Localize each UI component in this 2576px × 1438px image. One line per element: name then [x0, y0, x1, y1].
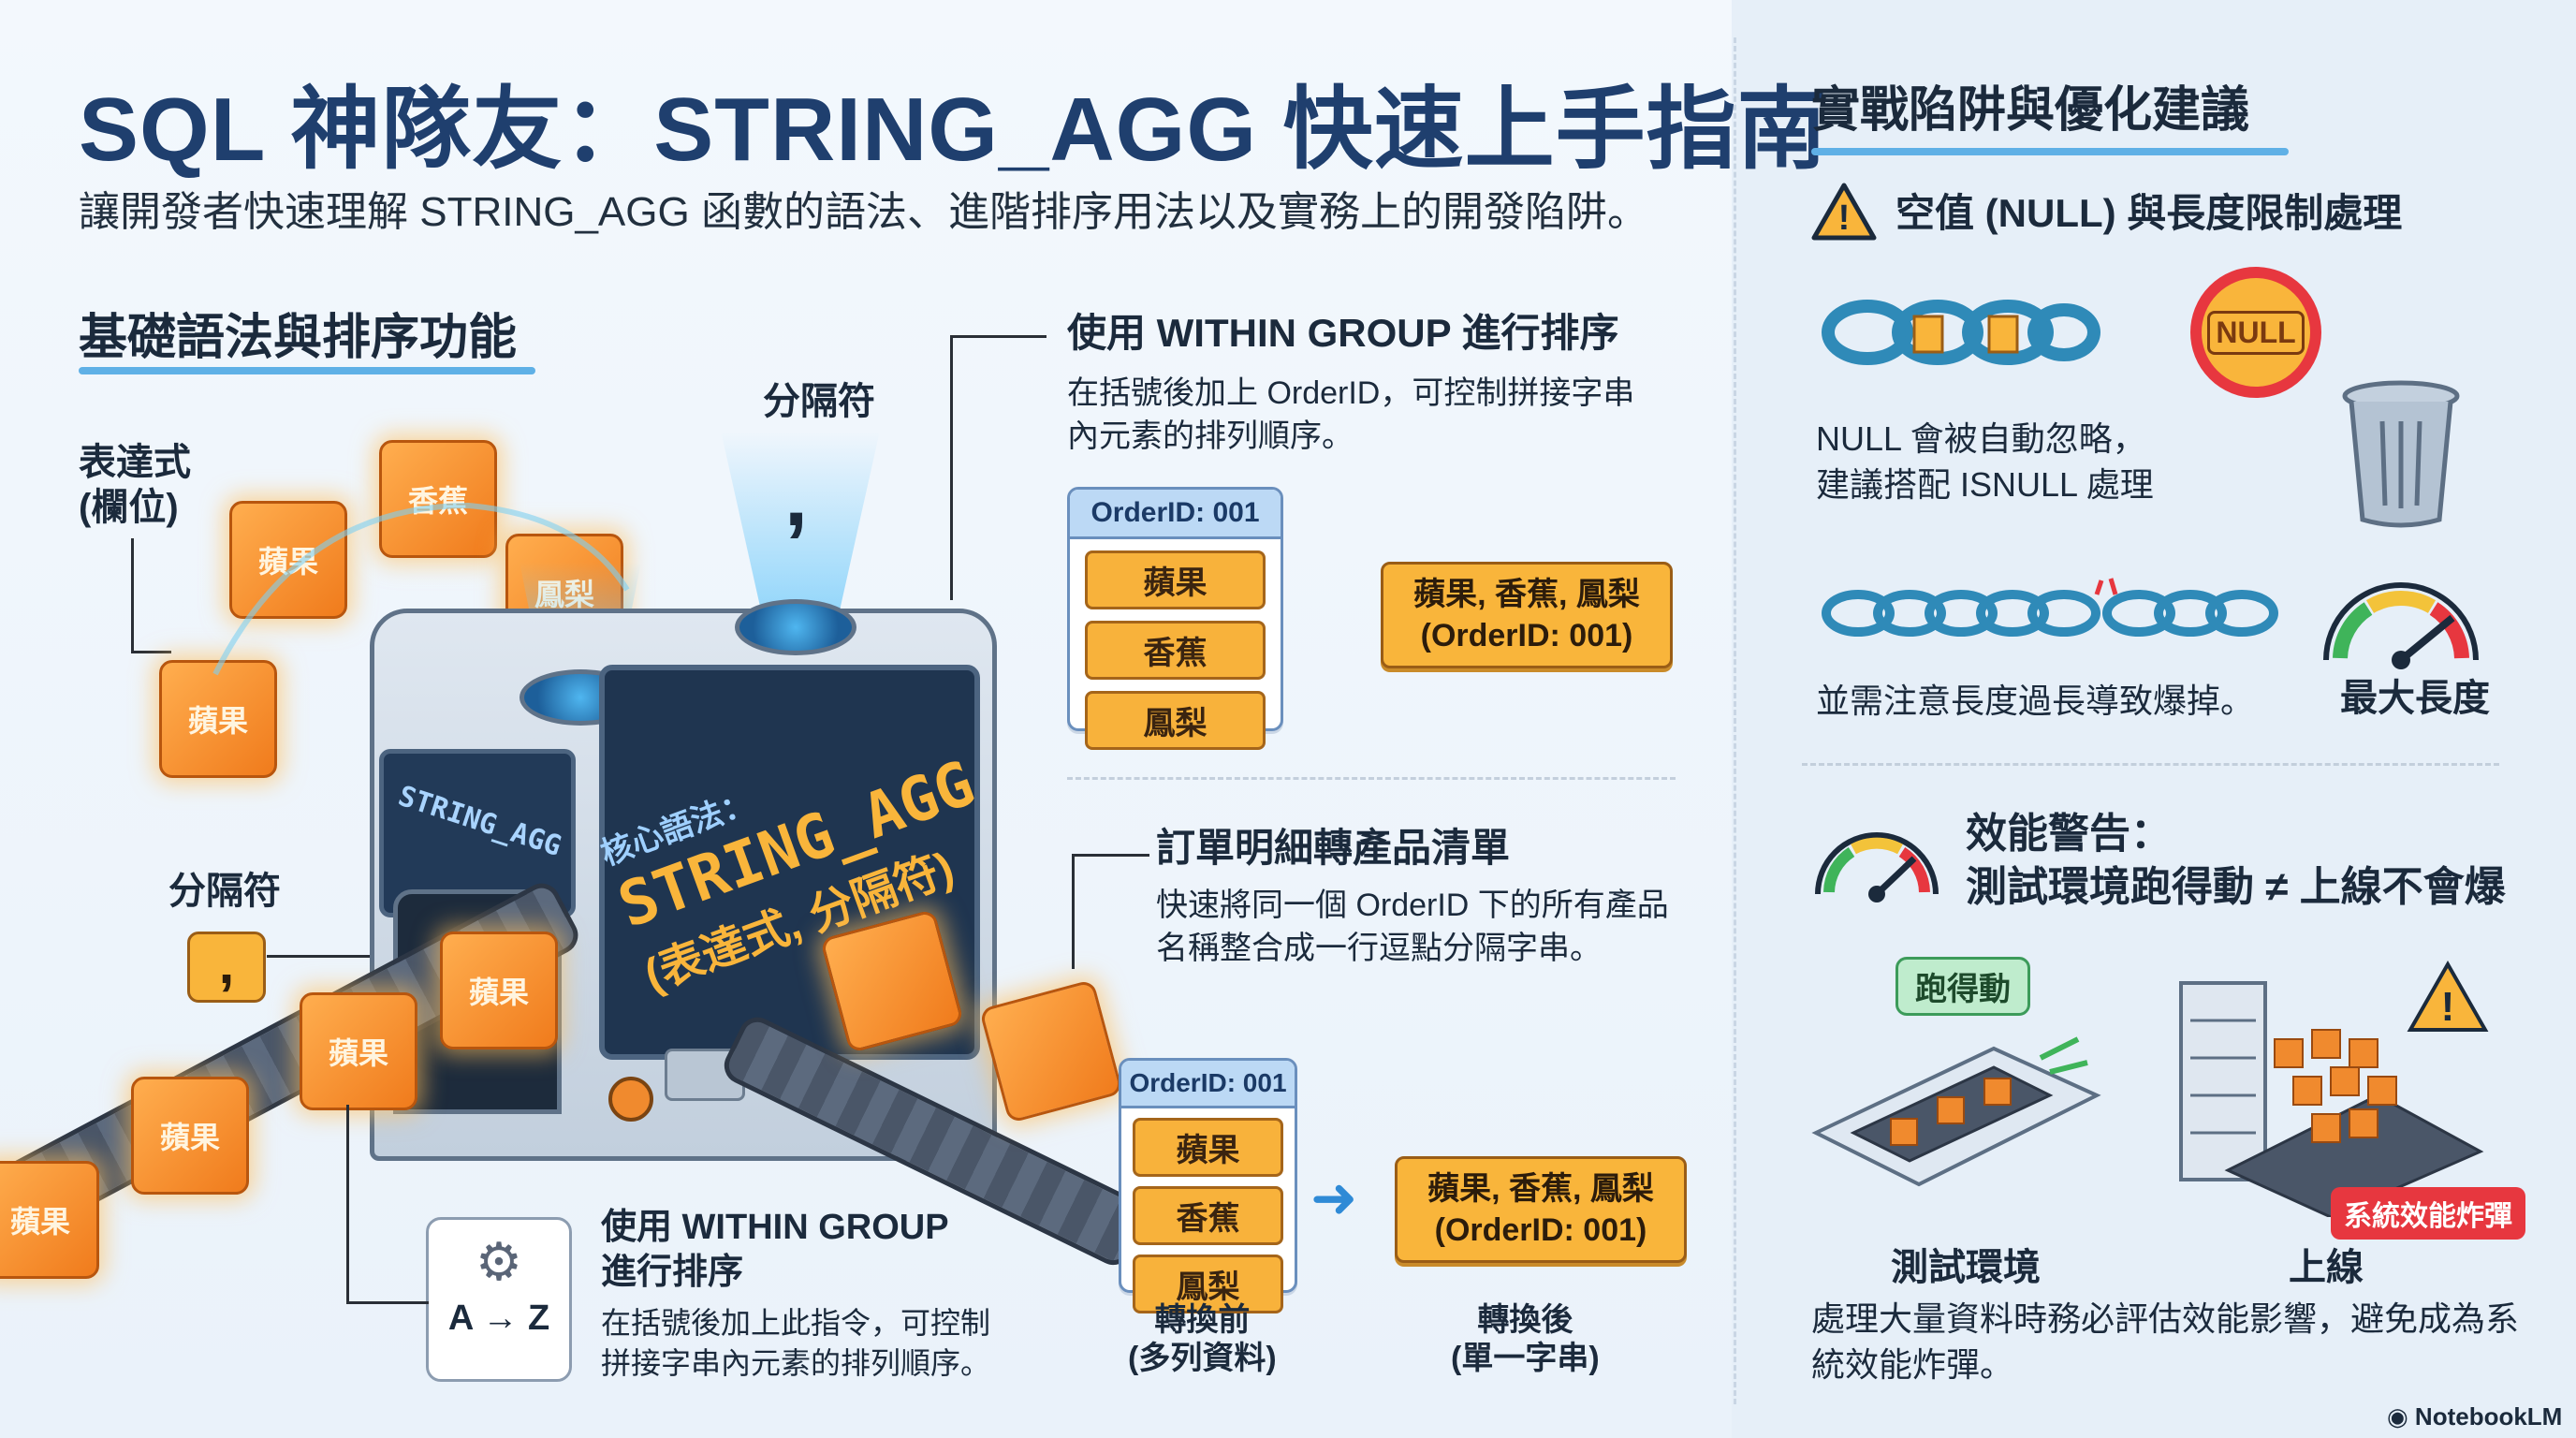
divider-dashed [1067, 777, 1676, 780]
sort-icon-box: ⚙ A → Z [426, 1217, 572, 1382]
page-title: SQL 神隊友：STRING_AGG 快速上手指南 [79, 80, 1828, 180]
section-title-pitfalls: 實戰陷阱與優化建議 [1811, 83, 2250, 138]
order-card-top: OrderID: 001 蘋果 香蕉 鳳梨 [1067, 487, 1283, 750]
leader-line-order-list [1072, 854, 1149, 969]
cube-item: 蘋果 [131, 1077, 249, 1195]
section-underline [1811, 148, 2289, 155]
svg-text:!: ! [2441, 984, 2455, 1030]
brand-name: NotebookLM [2414, 1402, 2563, 1431]
order-card-item: 蘋果 [1085, 550, 1266, 609]
gear-icon: ⚙ [475, 1232, 523, 1291]
max-length-label: 最大長度 [2340, 678, 2490, 719]
order-card-item: 香蕉 [1133, 1186, 1283, 1245]
within-group-top-title: 使用 WITHIN GROUP 進行排序 [1067, 311, 1619, 355]
result-string-top: 蘋果, 香蕉, 鳳梨 (OrderID: 001) [1381, 562, 1673, 669]
section-title-basics: 基礎語法與排序功能 [79, 311, 518, 365]
system-bomb-tag: 系統效能炸彈 [2331, 1187, 2525, 1240]
page-subtitle: 讓開發者快速理解 STRING_AGG 函數的語法、進階排序用法以及實務上的開發… [79, 189, 1648, 235]
footer-brand: ◉ NotebookLM [2387, 1402, 2562, 1431]
separator-comma-floating: , [784, 450, 809, 544]
order-card-item: 鳳梨 [1133, 1255, 1283, 1313]
arrow-right-icon: ➜ [1310, 1167, 1358, 1229]
section-divider [1734, 37, 1736, 1404]
null-badge: NULL [2207, 310, 2305, 355]
cube-item: 蘋果 [440, 932, 558, 1049]
test-env-illustration [1807, 1030, 2106, 1198]
order-to-list-title: 訂單明細轉產品清單 [1156, 826, 1511, 870]
production-label: 上線 [2289, 1247, 2364, 1288]
within-group-top-desc: 在括號後加上 OrderID，可控制拼接字串 內元素的排列順序。 [1067, 375, 1635, 454]
within-group-bottom-title: 使用 WITHIN GROUP 進行排序 [601, 1208, 949, 1292]
cube-item: 香蕉 [379, 440, 497, 558]
null-desc: NULL 會被自動忽略， 建議搭配 ISNULL 處理 [1816, 419, 2154, 504]
cube-item: 蘋果 [159, 660, 277, 778]
separator-comma-box: , [187, 932, 266, 1003]
production-illustration: ! [2172, 946, 2499, 1219]
label-before: 轉換前 (多列資料) [1128, 1302, 1277, 1376]
leader-line-within-group-top [950, 335, 1046, 600]
section-underline [79, 367, 535, 374]
warning-icon: ! [1811, 183, 1877, 241]
order-card-header: OrderID: 001 [1070, 490, 1281, 539]
result-string-bottom: 蘋果, 香蕉, 鳳梨 (OrderID: 001) [1395, 1156, 1687, 1264]
order-card-item: 鳳梨 [1085, 691, 1266, 750]
svg-text:!: ! [1838, 198, 1851, 238]
order-to-list-desc: 快速將同一個 OrderID 下的所有產品 名稱整合成一行逗點分隔字串。 [1156, 888, 1669, 966]
label-expression: 表達式 (欄位) [79, 442, 191, 528]
leader-line-expression [131, 538, 171, 653]
speedometer-icon [1807, 800, 1947, 913]
machine-input-port [735, 599, 856, 655]
order-card-item: 香蕉 [1085, 621, 1266, 680]
label-separator-top: 分隔符 [763, 381, 875, 422]
leader-line-separator [267, 955, 370, 958]
test-env-label: 測試環境 [1891, 1247, 2041, 1288]
perf-title: 效能警告： 測試環境跑得動 ≠ 上線不會爆 [1966, 811, 2506, 911]
machine-side-label: STRING_AGG [394, 779, 565, 863]
within-group-bottom-desc: 在括號後加上此指令，可控制 拼接字串內元素的排列順序。 [601, 1306, 991, 1381]
chain-icon [1821, 290, 2101, 374]
cube-item: 蘋果 [0, 1161, 99, 1279]
notebooklm-logo-icon: ◉ [2387, 1402, 2415, 1431]
label-after: 轉換後 (單一字串) [1451, 1302, 1600, 1376]
order-card-header: OrderID: 001 [1121, 1061, 1295, 1108]
trash-can-icon [2340, 379, 2462, 529]
label-separator-left: 分隔符 [168, 871, 281, 912]
divider-dashed [1802, 763, 2499, 766]
gauge-icon [2312, 566, 2490, 669]
length-desc: 並需注意長度過長導致爆掉。 [1816, 682, 2255, 720]
cube-arc-path [212, 502, 630, 676]
null-prohibited-icon: NULL [2190, 267, 2321, 398]
a-to-z-icon: A → Z [447, 1299, 550, 1338]
leader-line-within-group [346, 1105, 429, 1304]
perf-desc: 處理大量資料時務必評估效能影響，避免成為系 統效能炸彈。 [1811, 1299, 2520, 1384]
null-section-title: 空值 (NULL) 與長度限制處理 [1895, 191, 2403, 235]
cube-item: 蘋果 [300, 992, 417, 1110]
runs-ok-tag: 跑得動 [1895, 957, 2030, 1016]
cube-item: 蘋果 [229, 501, 347, 619]
machine-button [608, 1077, 653, 1122]
broken-chain-icon [1821, 576, 2279, 651]
order-card-item: 蘋果 [1133, 1118, 1283, 1177]
order-card-bottom: OrderID: 001 蘋果 香蕉 鳳梨 [1119, 1058, 1297, 1313]
